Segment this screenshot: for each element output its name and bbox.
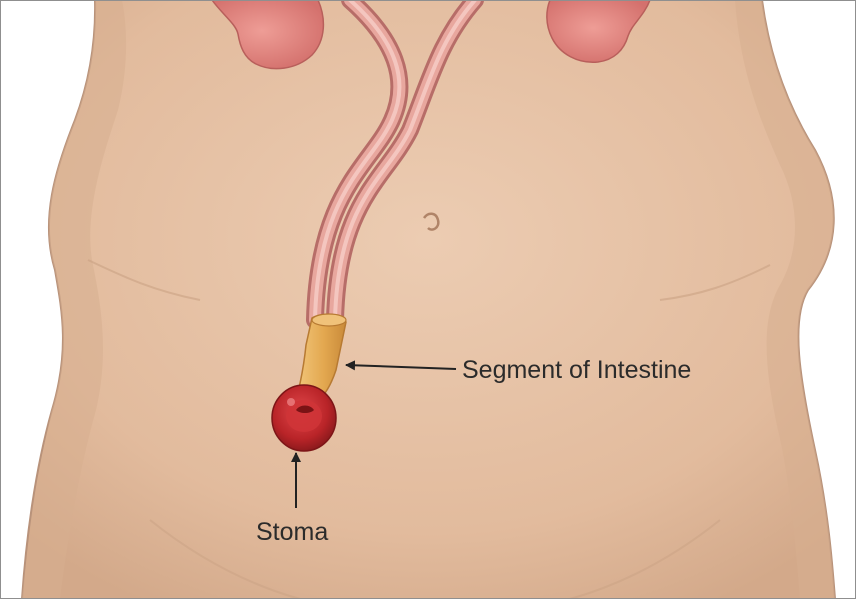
segment-arrow: [345, 360, 457, 371]
abdomen-contour-left: [87, 259, 201, 301]
right-kidney: [546, 0, 651, 63]
stoma-label: Stoma: [256, 518, 328, 546]
left-flank-shadow: [22, 0, 127, 599]
navel: [422, 212, 440, 231]
groin-line-right: [569, 519, 721, 599]
segment-of-intestine-label: Segment of Intestine: [462, 356, 691, 384]
abdomen-contour-right: [659, 264, 771, 301]
stoma-icon: [271, 384, 337, 452]
left-kidney: [211, 0, 325, 70]
intestine-segment-top: [311, 313, 347, 327]
groin-line-left: [149, 519, 301, 599]
right-flank-shadow: [735, 0, 835, 599]
ureters: [306, 0, 484, 329]
